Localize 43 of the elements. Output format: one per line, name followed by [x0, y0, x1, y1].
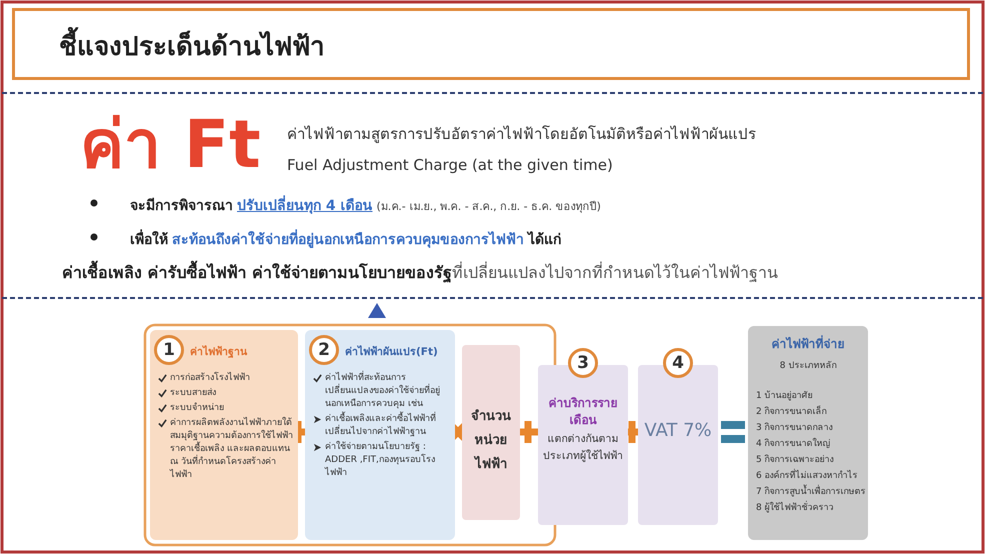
- number-badge: 1: [154, 335, 184, 365]
- bullet-text: ได้แก่: [528, 230, 561, 250]
- bullet-text: จะมีการพิจารณา: [130, 196, 233, 216]
- list-item: 2 กิจการขนาดเล็ก: [756, 404, 828, 419]
- summary-text: ค่าเชื้อเพลิง ค่ารับซื้อไฟฟ้า ค่าใช้จ่ายตามนโยบายของรัฐที่เปลี่ยนแปลงไปจากที่กำหนดไว้ในค่าไฟฟ้าฐาน: [62, 260, 778, 285]
- bullet-text: เพื่อให้: [130, 228, 168, 250]
- box-text: แตกต่างกันตามประเภทผู้ใช้ไฟฟ้า: [542, 432, 624, 464]
- number-badge: 3: [568, 348, 598, 378]
- box-heading: ค่าไฟฟ้าผันแปร(Ft): [345, 344, 438, 360]
- list-item: ระบบจำหน่าย: [170, 402, 224, 415]
- number-badge: 4: [663, 348, 693, 378]
- list-item: 1 บ้านอยู่อาศัย: [756, 390, 814, 403]
- box-subheading: 8 ประเภทหลัก: [778, 360, 838, 372]
- title-box: [12, 8, 970, 80]
- list-item: ระบบสายส่ง: [170, 387, 216, 400]
- box-text: จำนวนหน่วยไฟฟ้า: [470, 408, 512, 474]
- bullet-text: (ม.ค.- เม.ย., พ.ค. - ส.ค., ก.ย. - ธ.ค. ของทุกปี): [376, 199, 601, 215]
- list-item: 8 ผู้ใช้ไฟฟ้าชั่วคราว: [756, 500, 864, 516]
- bullet-text: สะท้อนถึงค่าใช้จ่ายที่อยู่นอกเหนือการควบคุมของการไฟฟ้า: [172, 228, 524, 250]
- list-item: ค่าการผลิตพลังงานไฟฟ้าภายใต้สมมุติฐานความต้องการใช้ไฟฟ้า ราคาเชื้อเพลิง และผลตอบแทน ณ วันที่กำหนดโครงสร้างค่าไฟฟ้า: [170, 417, 293, 482]
- list-item: 4 กิจการขนาดใหญ่: [756, 436, 832, 451]
- list-item: 7 กิจการสูบน้ำเพื่อการเกษตร: [756, 484, 864, 500]
- heading-text: ค่า Ft: [80, 105, 261, 185]
- box-text: VAT 7%: [643, 420, 713, 441]
- definition-text: ค่าไฟฟ้าตามสูตรการปรับอัตราค่าไฟฟ้าโดยอัตโนมัติหรือค่าไฟฟ้าผันแปร: [287, 124, 756, 145]
- list-item: ค่าเชื้อเพลิงและค่าซื้อไฟฟ้าที่เปลี่ยนไปจากค่าไฟฟ้าฐาน: [325, 413, 450, 439]
- list-item: 5 กิจการเฉพาะอย่าง: [756, 454, 835, 467]
- list-item: ค่าไฟฟ้าที่สะท้อนการเปลี่ยนแปลงของค่าใช้จ่ายที่อยู่นอกเหนือการควบคุม เช่น: [325, 372, 450, 411]
- title-text: ชี้แจงประเด็นด้านไฟฟ้า: [59, 25, 325, 66]
- bullet-text: ปรับเปลี่ยนทุก 4 เดือน: [237, 194, 372, 216]
- list-item: 3 กิจการขนาดกลาง: [756, 422, 834, 435]
- box-heading: ค่าบริการรายเดือน: [548, 395, 618, 429]
- process-box: [305, 330, 455, 540]
- list-item: 6 องค์กรที่ไม่แสวงหากำไร: [756, 468, 864, 484]
- box-heading: ค่าไฟฟ้าที่จ่าย: [770, 334, 846, 353]
- list-item: ค่าใช้จ่ายตามนโยบายรัฐ : ADDER ,FIT,กองทุนรอบโรงไฟฟ้า: [325, 441, 436, 480]
- process-box: [462, 345, 520, 520]
- list-item: การก่อสร้างโรงไฟฟ้า: [170, 372, 250, 385]
- result-box: [748, 326, 868, 540]
- number-badge: 2: [309, 335, 339, 365]
- box-heading: ค่าไฟฟ้าฐาน: [190, 344, 247, 360]
- definition-text: Fuel Adjustment Charge (at the given time): [287, 156, 613, 174]
- process-box: [150, 330, 298, 540]
